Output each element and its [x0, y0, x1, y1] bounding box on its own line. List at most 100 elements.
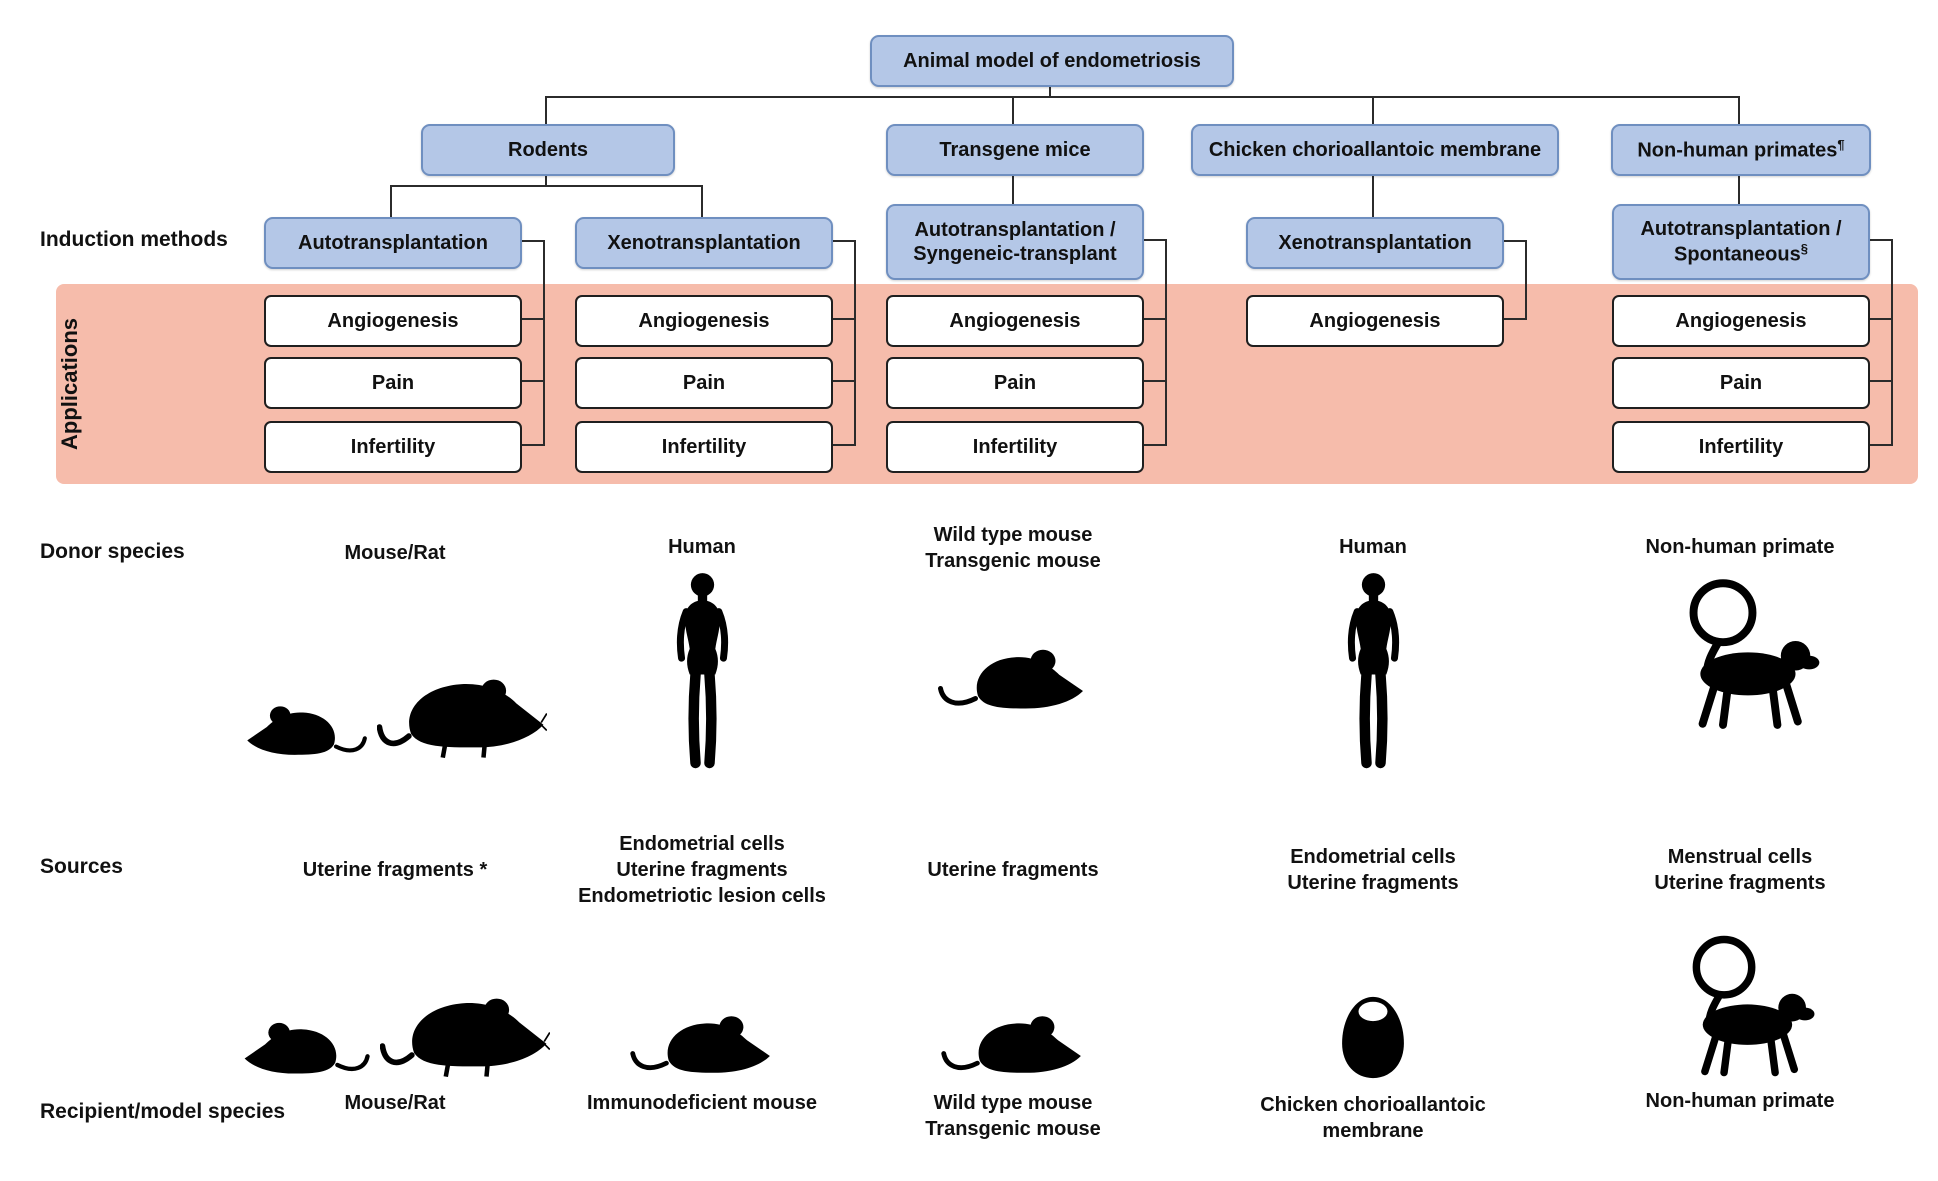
mouse-icon: [240, 1011, 370, 1080]
row-label-induction-methods: Induction methods: [40, 228, 228, 251]
connector-line: [545, 172, 547, 187]
connector-line: [545, 96, 547, 124]
application-box: Pain: [264, 357, 522, 409]
connector-line: [1525, 240, 1527, 320]
recipient-col-transgene: Wild type mouse Transgenic mouse: [886, 955, 1140, 1142]
application-box: Angiogenesis: [1612, 295, 1870, 347]
application-box: Pain: [575, 357, 833, 409]
node-transgene-mice: Transgene mice: [886, 124, 1144, 176]
connector-line: [1372, 172, 1374, 217]
node-transgene-mice-label: Transgene mice: [939, 139, 1091, 161]
connector-line: [390, 185, 392, 217]
donor-label: Mouse/Rat: [344, 542, 446, 564]
rat-icon: [377, 666, 547, 761]
mouse-icon: [243, 695, 367, 761]
sources-col-xeno: Endometrial cells Uterine fragments Endo…: [578, 833, 826, 907]
application-box: Infertility: [575, 421, 833, 473]
sources-col-primate: Menstrual cells Uterine fragments: [1654, 846, 1826, 894]
application-box: Angiogenesis: [575, 295, 833, 347]
connector-line: [854, 240, 856, 446]
application-box: Pain: [886, 357, 1144, 409]
application-box: Angiogenesis: [886, 295, 1144, 347]
donor-label: Human: [668, 536, 736, 558]
connector-line: [390, 185, 703, 187]
connector-line: [1140, 444, 1167, 446]
recipient-col-cam: Chicken chorioallantoic membrane: [1246, 955, 1500, 1144]
recipient-col-immunodeficient: Immunodeficient mouse: [575, 955, 829, 1116]
recipient-label: Chicken chorioallantoic membrane: [1260, 1094, 1486, 1142]
application-box: Infertility: [1612, 421, 1870, 473]
connector-line: [1012, 96, 1014, 124]
node-induction-xenotransplantation-cam: Xenotransplantation: [1246, 217, 1504, 269]
application-box: Infertility: [886, 421, 1144, 473]
connector-line: [518, 240, 545, 242]
node-root: Animal model of endometriosis: [870, 35, 1234, 87]
row-label-sources: Sources: [40, 855, 123, 878]
donor-label: Human: [1339, 536, 1407, 558]
node-chicken-cam: Chicken chorioallantoic membrane: [1191, 124, 1559, 176]
recipient-col-primate: Non-human primate: [1600, 935, 1880, 1114]
sources-col-cam: Endometrial cells Uterine fragments: [1287, 846, 1459, 894]
mouse-icon: [938, 636, 1088, 716]
row-label-donor-species: Donor species: [40, 540, 185, 563]
connector-line: [545, 96, 1740, 98]
donor-label: Wild type mouse Transgenic mouse: [925, 524, 1101, 572]
connector-line: [1866, 380, 1893, 382]
node-induction-auto-syngeneic: Autotransplantation / Syngeneic-transpla…: [886, 204, 1144, 280]
connector-line: [829, 318, 856, 320]
connector-line: [1738, 96, 1740, 124]
connector-line: [1165, 239, 1167, 446]
monkey-icon: [1660, 931, 1820, 1080]
recipient-label: Immunodeficient mouse: [586, 1092, 818, 1114]
connector-line: [829, 240, 856, 242]
connector-line: [1140, 380, 1167, 382]
donor-col-rodents: Mouse/Rat: [230, 540, 560, 761]
connector-line: [1012, 172, 1014, 204]
connector-line: [1866, 444, 1893, 446]
connector-line: [518, 444, 545, 446]
recipient-label: Mouse/Rat: [344, 1092, 446, 1114]
donor-col-xeno-rodent: Human: [575, 534, 829, 770]
connector-line: [518, 318, 545, 320]
donor-col-primate: Non-human primate: [1600, 534, 1880, 733]
human-icon: [1343, 572, 1404, 770]
application-box: Infertility: [264, 421, 522, 473]
connector-line: [1866, 239, 1893, 241]
recipient-col-rodents: Mouse/Rat: [230, 955, 560, 1116]
donor-label: Non-human primate: [1645, 536, 1835, 558]
mouse-icon: [629, 1003, 775, 1080]
egg-icon: [1338, 995, 1408, 1080]
connector-line: [1140, 318, 1167, 320]
node-induction-xenotransplantation-rodent: Xenotransplantation: [575, 217, 833, 269]
human-icon: [672, 572, 733, 770]
application-box: Angiogenesis: [1246, 295, 1504, 347]
connector-line: [829, 444, 856, 446]
node-chicken-cam-label: Chicken chorioallantoic membrane: [1208, 139, 1542, 161]
connector-line: [829, 380, 856, 382]
donor-col-transgene: Wild type mouse Transgenic mouse: [886, 522, 1140, 716]
monkey-icon: [1655, 574, 1825, 733]
recipient-label: Wild type mouse Transgenic mouse: [925, 1092, 1101, 1140]
connector-line: [1866, 318, 1893, 320]
recipient-label: Non-human primate: [1645, 1090, 1835, 1112]
application-box: Pain: [1612, 357, 1870, 409]
connector-line: [1500, 240, 1527, 242]
node-non-human-primates-label: Non-human primates¶: [1637, 137, 1845, 162]
connector-line: [1049, 83, 1051, 98]
connector-line: [1891, 239, 1893, 446]
connector-line: [1372, 96, 1374, 124]
application-box: Angiogenesis: [264, 295, 522, 347]
node-rodents: Rodents: [421, 124, 675, 176]
row-label-recipient-model-species: Recipient/model species: [40, 1100, 286, 1123]
node-rodents-label: Rodents: [508, 139, 588, 161]
connector-line: [518, 380, 545, 382]
rat-icon: [380, 985, 550, 1080]
sources-col-rodents: Uterine fragments *: [302, 859, 488, 881]
donor-col-cam: Human: [1246, 534, 1500, 770]
node-root-label: Animal model of endometriosis: [903, 50, 1201, 72]
node-non-human-primates: Non-human primates¶: [1611, 124, 1871, 176]
row-label-applications: Applications: [57, 317, 83, 451]
connector-line: [1500, 318, 1527, 320]
node-induction-autotransplantation: Autotransplantation: [264, 217, 522, 269]
